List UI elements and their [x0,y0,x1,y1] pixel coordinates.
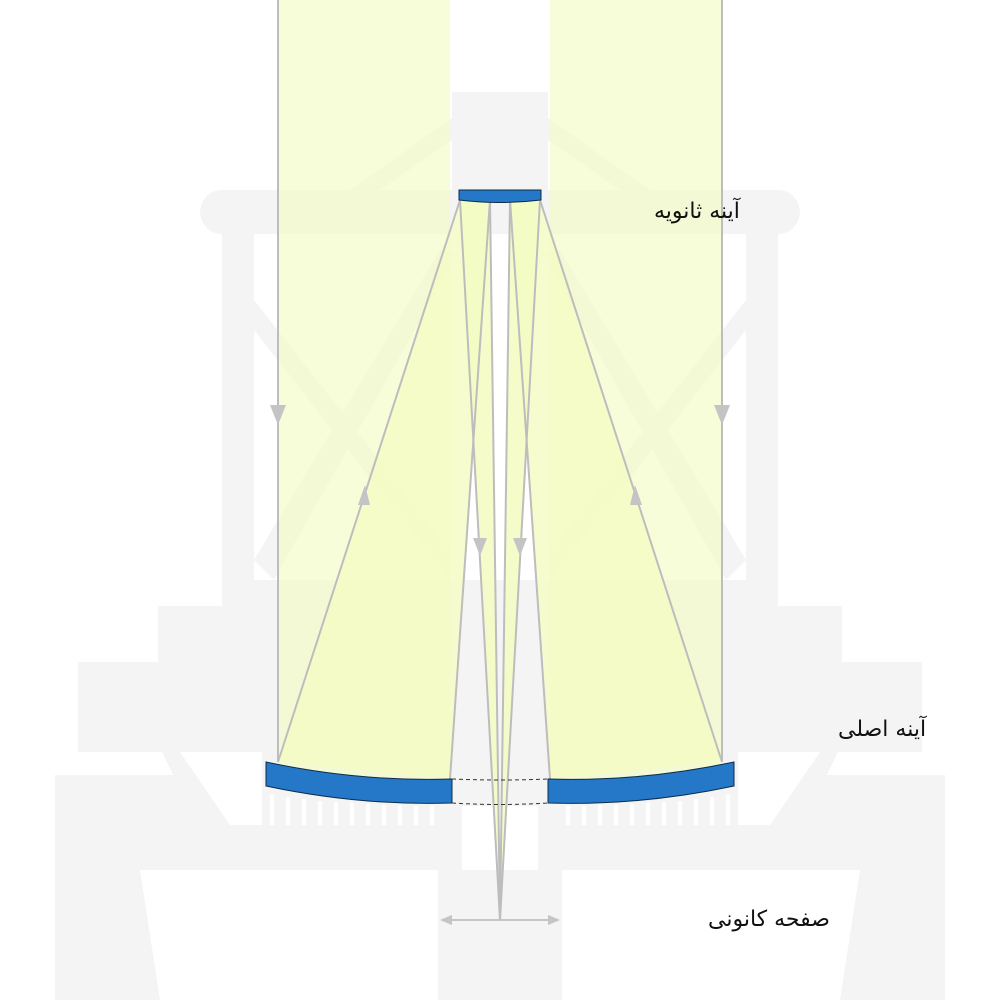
secondary-mirror-label: آینه ثانویه [654,197,741,224]
arrow-up-icon [358,485,370,505]
primary-mirror-right [547,761,735,804]
arrow-up-icon [630,485,642,505]
mirror-cell-ribs [270,795,730,825]
arrow-down-icon [270,405,286,425]
arrow-down-icon [714,405,730,425]
ray-reflected-left [277,199,461,763]
focal-plane-indicator [440,915,560,925]
ray-inner-reflected-right [509,199,551,780]
structure-cutouts [140,752,860,1000]
reflected-beam-right [510,200,722,779]
ray-focus-right-inner [499,199,511,921]
arrow-down-icon [473,538,487,556]
ray-focus-left-outer [459,199,501,921]
reflected-beam-left [278,200,490,779]
rays [277,0,723,921]
ray-focus-right-outer [499,199,541,921]
arrow-left-icon [440,915,452,925]
ray-focus-left-inner [489,199,501,921]
direction-arrows [270,405,730,556]
ray-reflected-right [539,199,723,763]
primary-mirror [265,761,735,805]
ray-inner-reflected-left [449,199,491,780]
primary-mirror-hole [451,778,549,805]
focal-plane-label: صفحه کانونی [708,907,830,932]
secondary-mirror [458,189,542,203]
arrow-right-icon [548,915,560,925]
primary-mirror-label: آینه اصلی [838,715,927,742]
arrow-down-icon [513,538,527,556]
